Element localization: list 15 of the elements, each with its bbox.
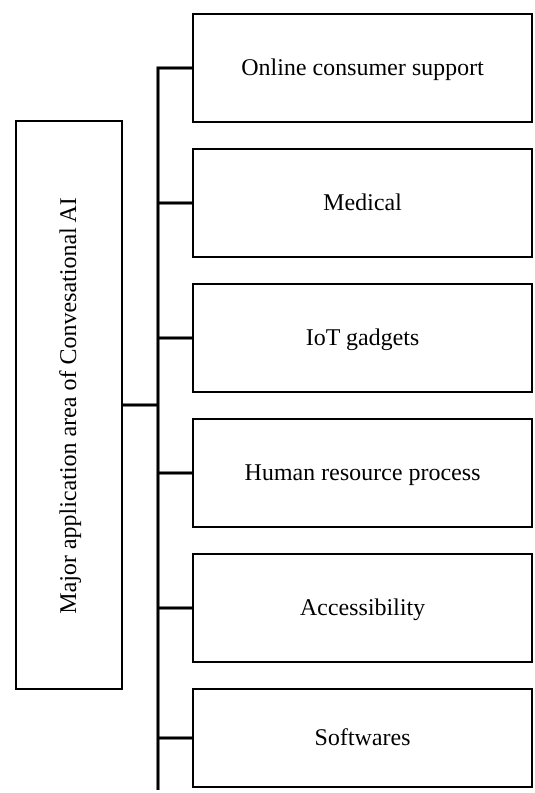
category-box bbox=[15, 120, 123, 690]
application-label: Medical bbox=[323, 190, 402, 216]
category-title: Major application area of Convesational AI bbox=[56, 196, 82, 614]
application-box bbox=[192, 418, 533, 528]
application-box bbox=[192, 553, 533, 663]
application-label: Online consumer support bbox=[241, 54, 484, 82]
connector-line bbox=[123, 404, 192, 740]
application-label: Accessibility bbox=[300, 594, 426, 622]
application-box bbox=[192, 13, 533, 123]
application-box bbox=[192, 283, 533, 393]
application-box bbox=[192, 148, 533, 258]
application-label: IoT gadgets bbox=[306, 324, 420, 352]
application-box bbox=[192, 688, 533, 788]
application-label: Softwares bbox=[314, 724, 410, 752]
application-label: Human resource process bbox=[244, 460, 480, 486]
